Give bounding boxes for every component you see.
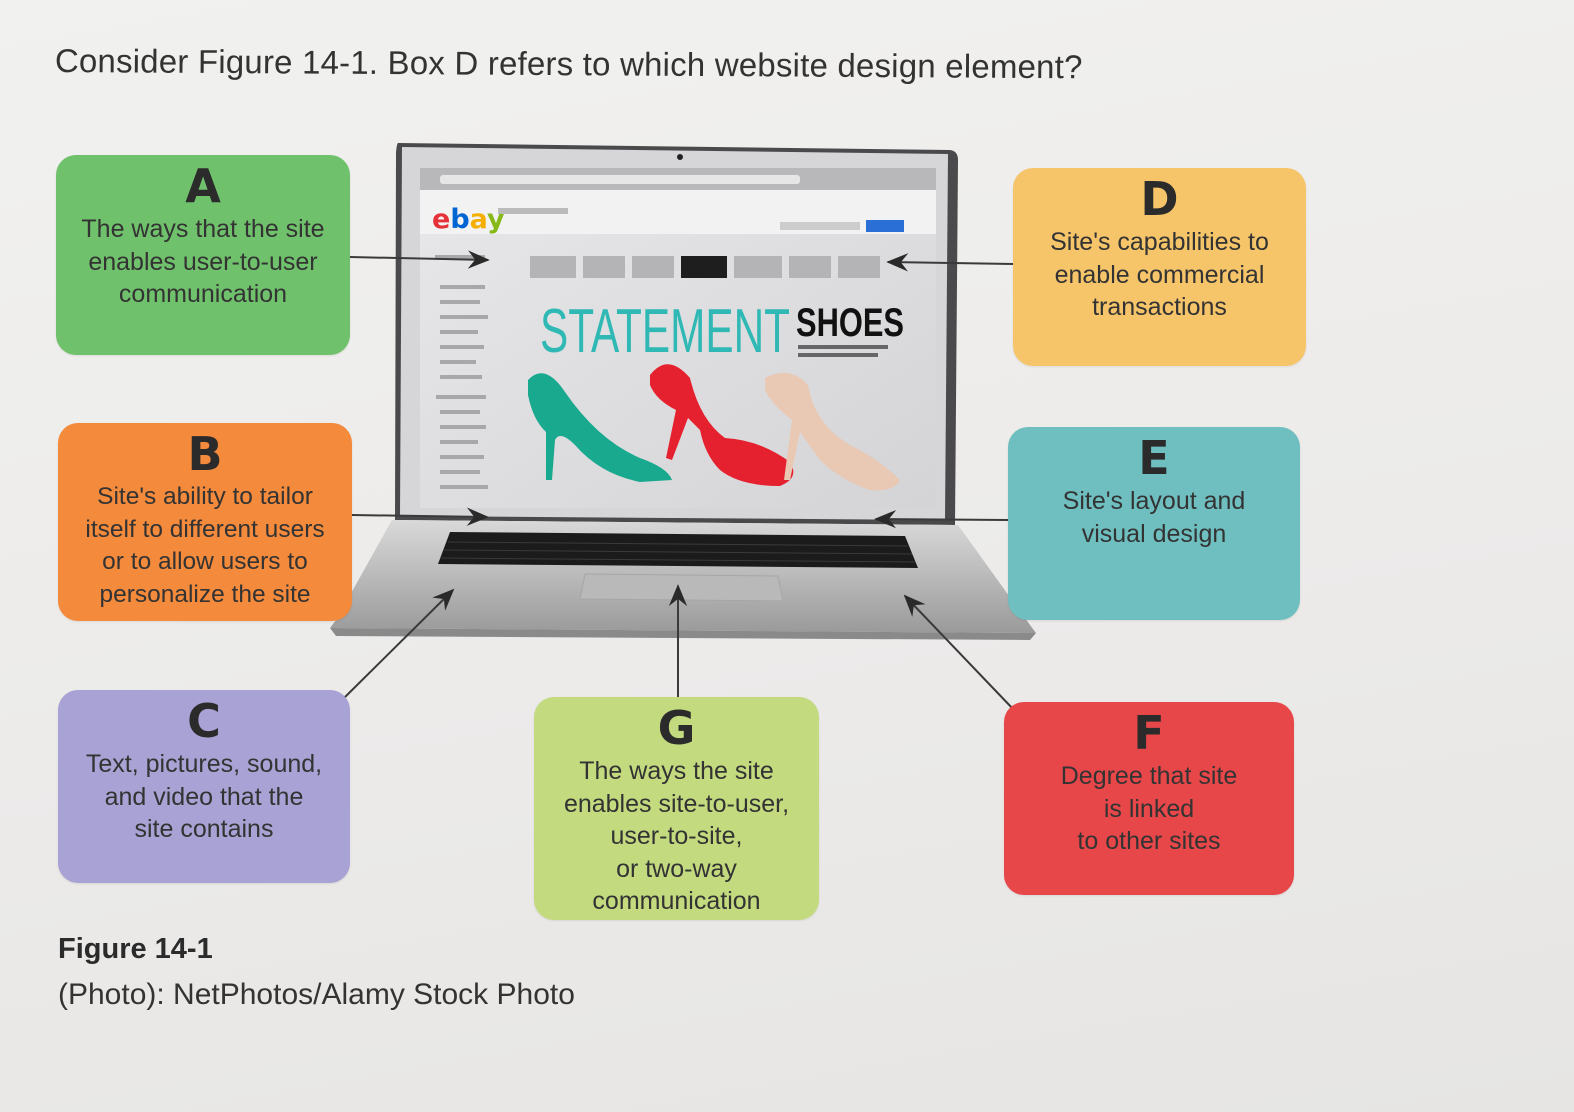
box-a-letter: A: [185, 159, 221, 213]
box-g-description: The ways the site enables site-to-user, …: [563, 757, 790, 915]
box-a: A The ways that the site enables user-to…: [56, 155, 350, 355]
screen-headline-shoes: SHOES: [796, 301, 904, 345]
webcam-icon: [677, 154, 683, 160]
search-button-illustration: [866, 220, 904, 232]
figure-photo-credit: (Photo): NetPhotos/Alamy Stock Photo: [58, 978, 575, 1011]
box-g: G The ways the site enables site-to-user…: [534, 697, 819, 920]
teal-shoe: [528, 373, 672, 482]
box-f: F Degree that site is linked to other si…: [1004, 702, 1294, 895]
box-c: C Text, pictures, sound, and video that …: [58, 690, 350, 883]
box-a-description: The ways that the site enables user-to-u…: [81, 215, 325, 308]
figure-caption-title: Figure 14-1: [58, 933, 213, 965]
screen-headline-statement: STATEMENT: [540, 297, 790, 366]
box-c-description: Text, pictures, sound, and video that th…: [85, 750, 323, 843]
box-d: D Site's capabilities to enable commerci…: [1013, 168, 1306, 366]
ebay-logo: ebay: [432, 204, 505, 235]
box-b-description: Site's ability to tailor itself to diffe…: [85, 483, 325, 608]
box-f-description: Degree that site is linked to other site…: [1060, 762, 1238, 855]
keyboard: [438, 532, 918, 568]
box-g-letter: G: [657, 701, 696, 755]
box-d-letter: D: [1140, 172, 1179, 226]
box-e-letter: E: [1138, 431, 1170, 485]
box-b: B Site's ability to tailor itself to dif…: [58, 423, 352, 621]
box-c-letter: C: [187, 694, 221, 748]
box-d-description: Site's capabilities to enable commercial…: [1050, 228, 1269, 321]
box-b-letter: B: [187, 427, 223, 481]
box-e: E Site's layout and visual design: [1008, 427, 1300, 620]
box-f-letter: F: [1133, 706, 1165, 760]
box-e-description: Site's layout and visual design: [1062, 487, 1246, 548]
red-shoe: [650, 364, 794, 486]
nude-shoe: [765, 372, 900, 491]
trackpad: [579, 573, 784, 602]
